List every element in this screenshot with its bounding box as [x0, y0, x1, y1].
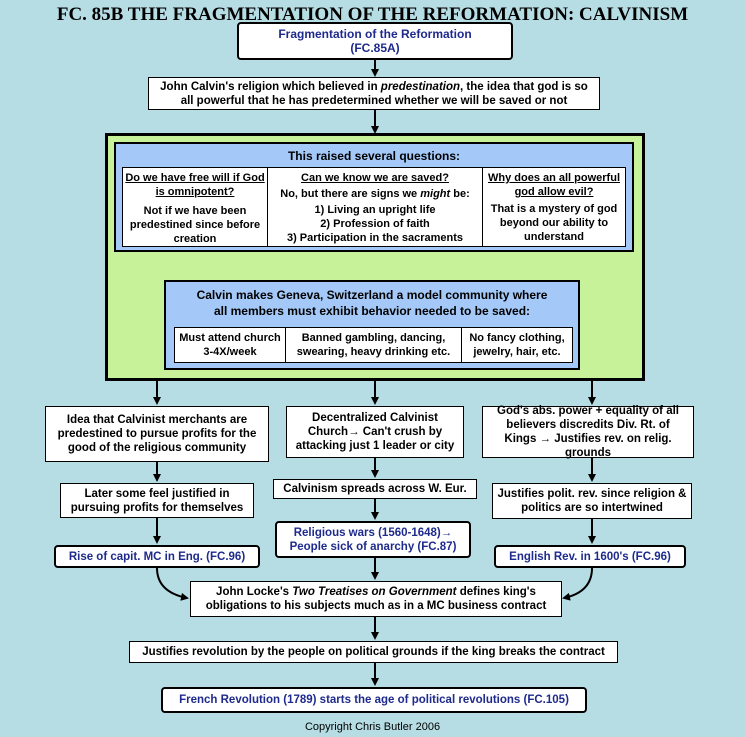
geneva-header-line2: all members must exhibit behavior needed…: [213, 304, 531, 318]
left-capit-box: Rise of capit. MC in Eng. (FC.96): [54, 545, 260, 568]
question-saved-a: No, but there are signs we might be:: [268, 187, 482, 201]
calvin-line2: all powerful that he has predetermined w…: [180, 94, 568, 107]
calvin-line1: John Calvin's religion which believed in…: [160, 80, 588, 94]
question-saved-a-post: be:: [450, 188, 470, 200]
geneva-panel: Calvin makes Geneva, Switzerland a model…: [164, 280, 580, 370]
locke-em: Two Treatises on Government: [292, 586, 457, 598]
arrow-right-b3-to-locke: [562, 567, 593, 601]
sign-item-2: 2) Profession of faith: [320, 218, 430, 230]
arrow-left-b3-to-locke: [156, 567, 189, 601]
sign-item-1: 1) Living an upright life: [314, 204, 436, 216]
question-saved: Can we know we are saved? No, but there …: [267, 167, 483, 247]
question-free-will: Do we have free will if God is omnipoten…: [122, 167, 268, 247]
geneva-clothing-cell: No fancy clothing, jewelry, hair, etc.: [461, 327, 573, 363]
question-evil: Why does an all powerful god allow evil?…: [482, 167, 626, 247]
question-evil-a: That is a mystery of god beyond our abil…: [490, 203, 618, 243]
geneva-banned-cell: Banned gambling, dancing, swearing, heav…: [285, 327, 462, 363]
mid-spreads-box: Calvinism spreads across W. Eur.: [273, 479, 477, 499]
question-saved-a-em: might: [420, 188, 451, 200]
geneva-header-line1: Calvin makes Geneva, Switzerland a model…: [196, 288, 548, 302]
locke-line1: John Locke's Two Treatises on Government…: [216, 585, 536, 599]
calvin-religion-box: John Calvin's religion which believed in…: [148, 77, 600, 110]
calvin-post: , the idea that god is so: [460, 80, 588, 93]
locke-pre: John Locke's: [216, 586, 293, 598]
question-free-will-q: Do we have free will if God is omnipoten…: [125, 172, 265, 198]
fragmentation-line2: (FC.85A): [350, 41, 400, 55]
calvin-em: predestination: [380, 80, 461, 93]
left-merchants-box: Idea that Calvinist merchants are predes…: [45, 406, 269, 462]
calvin-pre: John Calvin's religion which believed in: [160, 80, 381, 93]
right-polit-rev-box: Justifies polit. rev. since religion & p…: [492, 483, 692, 519]
right-god-power-box: God's abs. power + equality of all belie…: [482, 405, 694, 459]
copyright: Copyright Chris Butler 2006: [304, 721, 441, 733]
geneva-church-cell: Must attend church 3-4X/week: [174, 327, 286, 363]
locke-post: defines king's: [456, 586, 536, 598]
locke-box: John Locke's Two Treatises on Government…: [190, 581, 562, 617]
question-free-will-a: Not if we have been predestined since be…: [129, 205, 261, 245]
locke-line2: obligations to his subjects much as in a…: [205, 600, 547, 612]
mid-decentralized-box: Decentralized Calvinist Church→ Can't cr…: [286, 406, 464, 458]
mid-wars-line2: People sick of anarchy (FC.87): [289, 540, 457, 553]
mid-wars-line1: Religious wars (1560-1648)→: [293, 526, 453, 539]
french-revolution-box: French Revolution (1789) starts the age …: [161, 687, 587, 713]
fragmentation-line1: Fragmentation of the Reformation: [278, 27, 472, 41]
right-english-rev-box: English Rev. in 1600's (FC.96): [494, 545, 686, 568]
mid-religious-wars-box: Religious wars (1560-1648)→ People sick …: [275, 521, 471, 558]
fragmentation-box: Fragmentation of the Reformation (FC.85A…: [237, 22, 513, 60]
question-saved-a-pre: No, but there are signs we: [280, 188, 421, 200]
page-title: FC. 85B THE FRAGMENTATION OF THE REFORMA…: [56, 4, 689, 25]
question-saved-q: Can we know we are saved?: [301, 172, 449, 184]
revolution-box: Justifies revolution by the people on po…: [129, 641, 618, 663]
sign-item-3: 3) Participation in the sacraments: [286, 232, 464, 244]
questions-panel: This raised several questions: Do we hav…: [114, 142, 634, 252]
questions-header: This raised several questions:: [287, 149, 461, 163]
left-profits-box: Later some feel justified in pursuing pr…: [60, 483, 254, 518]
question-evil-q: Why does an all powerful god allow evil?: [487, 172, 621, 198]
